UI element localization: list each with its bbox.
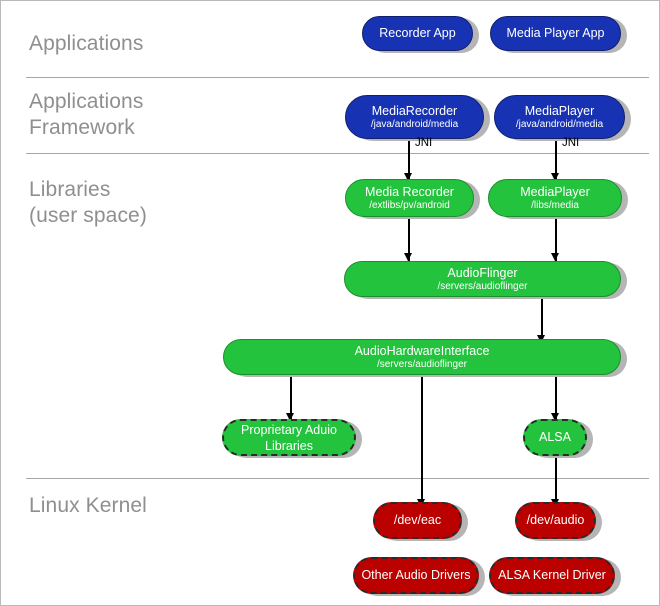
node-other-audio-drivers-title: Other Audio Drivers (361, 568, 471, 582)
node-dev-audio[interactable]: /dev/audio (515, 502, 596, 539)
node-mediaplayer-lib-path: /libs/media (531, 199, 579, 211)
arrowhead-audioflinger-left (404, 253, 412, 261)
node-mediaplayer-framework[interactable]: MediaPlayer /java/android/media (494, 95, 625, 139)
node-media-player-app[interactable]: Media Player App (490, 16, 621, 51)
layer-label-linux-kernel: Linux Kernel (29, 494, 147, 517)
connector-mediarecorder-to-audioflinger (408, 215, 410, 263)
node-mediaplayer-framework-path: /java/android/media (515, 118, 604, 130)
connector-alsa-to-dev-audio (555, 456, 557, 507)
node-recorder-app-title: Recorder App (379, 26, 456, 40)
node-proprietary-audio-libraries[interactable]: Proprietary Aduio Libraries (222, 419, 356, 456)
node-audiohardwareinterface-title: AudioHardwareInterface (354, 343, 490, 358)
arrowhead-mediarecorder-lib (404, 173, 412, 181)
arrowhead-audioflinger-right (551, 253, 559, 261)
node-mediarecorder-framework-path: /java/android/media (370, 118, 459, 130)
node-recorder-app[interactable]: Recorder App (362, 16, 473, 51)
node-mediarecorder-framework[interactable]: MediaRecorder /java/android/media (345, 95, 484, 139)
layer-label-libraries: Libraries (user space) (29, 178, 147, 227)
node-media-player-app-title: Media Player App (506, 26, 605, 40)
separator-kernel (26, 478, 649, 479)
edge-label-jni-right: JNI (562, 137, 580, 149)
node-mediaplayer-framework-title: MediaPlayer (524, 103, 595, 118)
layer-label-applications-framework: Applications Framework (29, 90, 144, 139)
node-audioflinger-title: AudioFlinger (447, 265, 518, 280)
node-media-recorder-lib-path: /extlibs/pv/android (369, 199, 450, 211)
node-audioflinger-path: /servers/audioflinger (437, 280, 528, 292)
node-dev-eac-title: /dev/eac (393, 513, 442, 527)
arrowhead-mediaplayer-lib (551, 173, 559, 181)
node-other-audio-drivers[interactable]: Other Audio Drivers (353, 557, 479, 594)
node-mediaplayer-lib-title: MediaPlayer (520, 184, 590, 199)
edge-label-jni-left: JNI (415, 137, 433, 149)
connector-mediaplayer-jni (555, 141, 557, 183)
connector-audioflinger-to-ahi (541, 297, 543, 345)
connector-mediarecorder-jni (408, 141, 410, 183)
connector-ahi-to-alsa (555, 373, 557, 423)
arrowhead-proprietary (286, 413, 294, 421)
node-proprietary-audio-libraries-title: Proprietary Aduio Libraries (241, 422, 337, 453)
node-dev-eac[interactable]: /dev/eac (373, 502, 462, 539)
node-alsa-title: ALSA (539, 430, 571, 444)
node-audiohardwareinterface[interactable]: AudioHardwareInterface /servers/audiofli… (223, 339, 621, 375)
node-alsa-kernel-driver[interactable]: ALSA Kernel Driver (489, 557, 615, 594)
layer-label-applications: Applications (29, 32, 144, 55)
node-audiohardwareinterface-path: /servers/audioflinger (376, 358, 468, 370)
connector-ahi-to-dev-eac (421, 373, 423, 507)
node-audioflinger[interactable]: AudioFlinger /servers/audioflinger (344, 261, 621, 297)
node-mediaplayer-lib[interactable]: MediaPlayer /libs/media (488, 179, 622, 217)
node-alsa[interactable]: ALSA (523, 419, 587, 456)
separator-framework (26, 153, 649, 154)
arrowhead-alsa (551, 413, 559, 421)
node-mediarecorder-framework-title: MediaRecorder (371, 103, 458, 118)
separator-applications (26, 77, 649, 78)
node-dev-audio-title: /dev/audio (526, 513, 585, 527)
connector-mediaplayer-to-audioflinger (555, 215, 557, 263)
node-media-recorder-lib-title: Media Recorder (365, 184, 454, 199)
node-media-recorder-lib[interactable]: Media Recorder /extlibs/pv/android (345, 179, 474, 217)
node-alsa-kernel-driver-title: ALSA Kernel Driver (498, 568, 606, 582)
connector-ahi-to-proprietary (290, 373, 292, 423)
